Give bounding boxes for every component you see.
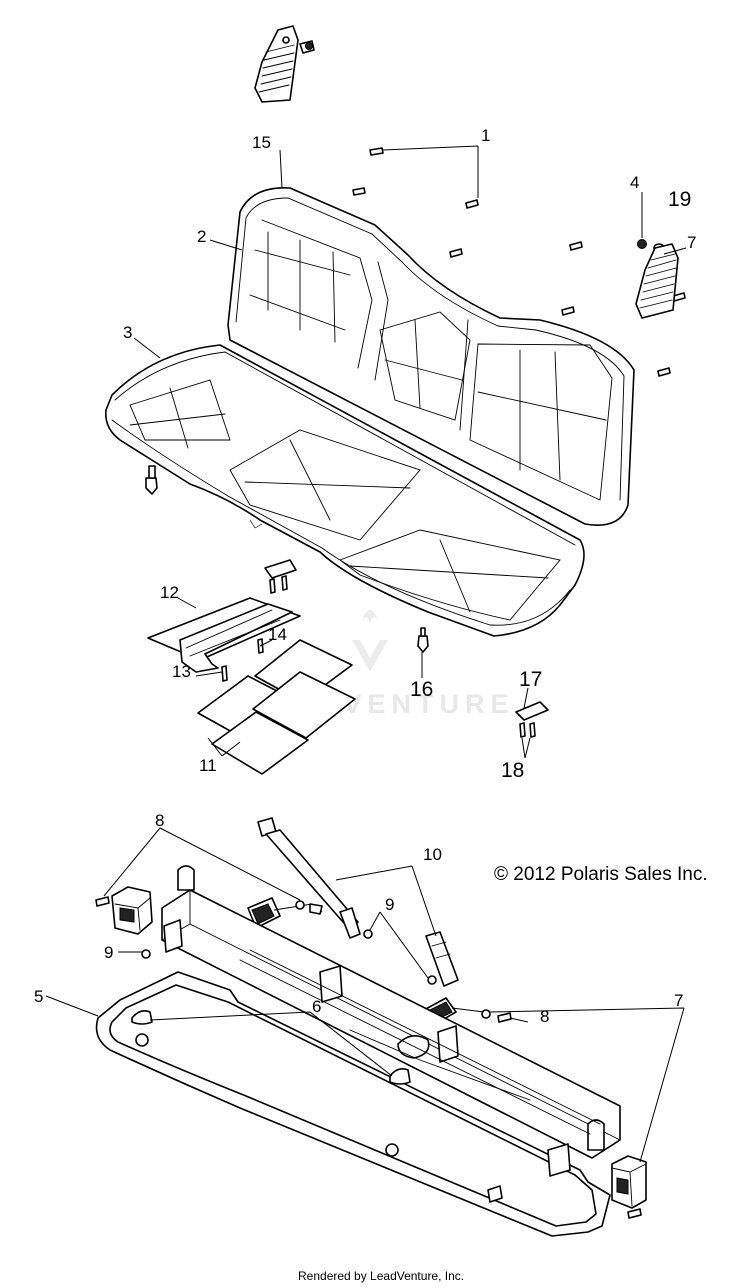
callout-8-top: 8 (155, 811, 164, 830)
leader-lines (45, 145, 687, 1163)
callout-12: 12 (160, 583, 179, 602)
seat-base-frame (95, 971, 611, 1237)
seatbelt-left (247, 817, 361, 939)
bracket-small (264, 559, 297, 594)
copyright-notice: © 2012 Polaris Sales Inc. (494, 864, 708, 885)
seat-cushion (104, 344, 585, 637)
seat-backrest (227, 187, 635, 526)
spring-bumper-top (254, 25, 315, 103)
callout-7-top: 7 (687, 233, 696, 252)
callout-13: 13 (172, 662, 191, 681)
callout-18: 18 (501, 759, 524, 782)
retractor-left (95, 886, 153, 935)
callout-7-bottom: 7 (674, 991, 683, 1010)
storage-tray (147, 597, 301, 682)
callout-16: 16 (410, 678, 433, 701)
nuts (141, 929, 437, 985)
callout-6: 6 (312, 997, 321, 1016)
cover-plate (515, 701, 549, 738)
callout-8-bottom: 8 (540, 1007, 549, 1026)
callout-1: 1 (481, 126, 490, 145)
render-credit: Rendered by LeadVenture, Inc. (298, 1269, 464, 1283)
callout-5: 5 (34, 987, 43, 1006)
callout-9-mid: 9 (385, 895, 394, 914)
callout-17: 17 (519, 668, 542, 691)
callout-2: 2 (197, 227, 206, 246)
callout-14: 14 (268, 625, 287, 644)
callout-11: 11 (199, 756, 217, 775)
callout-3: 3 (123, 323, 132, 342)
callout-19: 19 (668, 188, 691, 211)
spring-bumper-right (635, 239, 679, 319)
callout-15: 15 (252, 133, 271, 152)
callout-10: 10 (423, 845, 442, 864)
callout-labels: 1 2 3 4 19 7 15 12 14 13 11 16 17 18 8 1… (34, 126, 696, 1026)
screw-set (352, 147, 686, 377)
retractor-right (611, 1155, 647, 1219)
callout-4: 4 (630, 173, 639, 192)
callout-9-left: 9 (104, 943, 113, 962)
push-pins (145, 465, 429, 653)
cross-member (161, 865, 621, 1177)
floor-mat-panels (197, 639, 356, 775)
